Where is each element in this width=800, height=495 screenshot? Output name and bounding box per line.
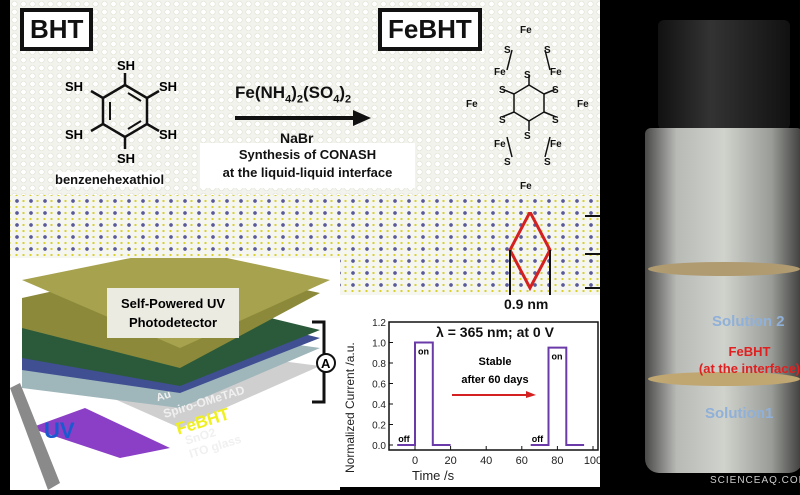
ammeter-label: A bbox=[321, 356, 331, 371]
s-atom: S bbox=[552, 115, 559, 126]
x-tick-label: 100 bbox=[584, 455, 600, 467]
y-axis-label: Normalized Current /a.u. bbox=[343, 342, 357, 473]
y-tick-label: 0.6 bbox=[372, 380, 386, 391]
device-title-line2: Photodetector bbox=[128, 315, 218, 330]
y-tick-label: 0.4 bbox=[372, 400, 386, 411]
s-atom: S bbox=[552, 85, 559, 96]
fe-atom: Fe bbox=[550, 67, 562, 78]
layer-au: Au bbox=[155, 388, 173, 404]
y-tick-label: 0.2 bbox=[372, 421, 386, 432]
current-trace-1 bbox=[397, 341, 451, 446]
y-tick-label: 1.0 bbox=[372, 339, 386, 350]
chart-title: λ = 365 nm; at 0 V bbox=[436, 324, 555, 340]
fe-atom: Fe bbox=[494, 139, 506, 150]
sh-group: SH bbox=[117, 151, 135, 166]
sh-group: SH bbox=[65, 79, 83, 94]
x-axis-label: Time /s bbox=[412, 468, 455, 483]
fe-atom: Fe bbox=[466, 99, 478, 110]
reaction-arrow bbox=[235, 110, 371, 126]
fe-atom: Fe bbox=[520, 25, 532, 36]
reagent-formula: Fe(NH4)2(SO4)2 bbox=[235, 83, 352, 106]
vial-body bbox=[645, 128, 800, 473]
fe-atom: Fe bbox=[520, 181, 532, 192]
watermark: SCIENCEAQ.COM bbox=[710, 475, 800, 486]
uv-label: UV bbox=[44, 418, 75, 443]
x-tick-label: 0 bbox=[412, 455, 418, 467]
sh-group: SH bbox=[117, 58, 135, 73]
uv-beam bbox=[30, 408, 170, 458]
fe-atom: Fe bbox=[550, 139, 562, 150]
y-tick-label: 0.8 bbox=[372, 359, 386, 370]
s-atom: S bbox=[499, 85, 506, 96]
sh-group: SH bbox=[65, 127, 83, 142]
interface-label-line2: (at the interface) bbox=[698, 361, 800, 376]
solution2-label: Solution 2 bbox=[712, 313, 785, 330]
current-trace-2 bbox=[530, 346, 585, 446]
bht-structure: SH SH SH SH SH SH bbox=[65, 58, 177, 166]
sh-group: SH bbox=[159, 127, 177, 142]
febht-title: FeBHT bbox=[378, 8, 482, 51]
caption-box: Synthesis of CONASH at the liquid-liquid… bbox=[200, 143, 415, 188]
on-label: on bbox=[418, 347, 429, 357]
synthesis-panel bbox=[10, 0, 600, 200]
x-tick-label: 60 bbox=[516, 455, 528, 467]
s-atom: S bbox=[504, 157, 511, 168]
caption-line1: Synthesis of CONASH bbox=[238, 147, 377, 162]
vial-cap bbox=[658, 20, 790, 130]
ammeter-icon bbox=[316, 353, 336, 373]
on-label: on bbox=[552, 352, 563, 362]
vial-photo: Solution 2 FeBHT (at the interface) Solu… bbox=[600, 0, 800, 490]
interface-label: FeBHT (at the interface) bbox=[682, 343, 800, 377]
additive: NaBr bbox=[280, 130, 314, 146]
sh-group: SH bbox=[159, 79, 177, 94]
caption-line2: at the liquid-liquid interface bbox=[222, 165, 393, 180]
s-atom: S bbox=[524, 131, 531, 142]
device-title-line1: Self-Powered UV bbox=[120, 296, 226, 311]
s-atom: S bbox=[544, 45, 551, 56]
x-tick-label: 20 bbox=[444, 455, 456, 467]
x-tick-label: 40 bbox=[480, 455, 492, 467]
annotation-line1: Stable bbox=[478, 356, 511, 368]
unit-cell-marker bbox=[508, 212, 600, 297]
off-label: off bbox=[398, 434, 410, 444]
solution1-label: Solution1 bbox=[705, 405, 774, 422]
s-atom: S bbox=[544, 157, 551, 168]
device-panel: A UV Au Spiro-OMeTAD FeBHT SnO2 ITO glas… bbox=[10, 248, 340, 490]
fe-atom: Fe bbox=[494, 67, 506, 78]
annotation-line2: after 60 days bbox=[461, 374, 528, 386]
bht-name: benzenehexathiol bbox=[55, 172, 165, 187]
s-atom: S bbox=[499, 115, 506, 126]
uv-lamp-icon bbox=[10, 383, 60, 490]
x-tick-label: 80 bbox=[551, 455, 563, 467]
bht-title: BHT bbox=[20, 8, 94, 51]
plot-frame bbox=[388, 321, 599, 451]
s-atom: S bbox=[504, 45, 511, 56]
fe-atom: Fe bbox=[577, 99, 589, 110]
off-label: off bbox=[532, 434, 544, 444]
interface-label-line1: FeBHT bbox=[728, 344, 771, 359]
stable-arrowhead bbox=[526, 391, 536, 398]
device-title-box: Self-Powered UV Photodetector bbox=[107, 288, 239, 338]
upper-meniscus bbox=[648, 262, 800, 276]
s-atom: S bbox=[524, 70, 531, 81]
y-tick-label: 1.2 bbox=[372, 318, 386, 329]
lattice-spacing-label: 0.9 nm bbox=[500, 296, 553, 312]
y-tick-label: 0.0 bbox=[372, 441, 386, 452]
interface-layer bbox=[648, 372, 800, 386]
